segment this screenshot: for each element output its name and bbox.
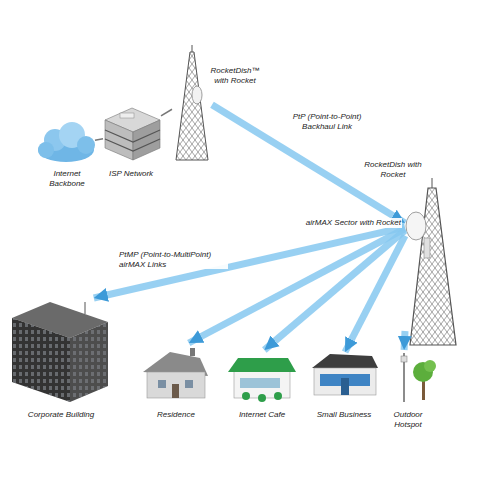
cloud-icon: [38, 122, 95, 162]
node-caption: Residence: [136, 410, 216, 420]
node-caption: Outdoor Hotspot: [384, 410, 432, 429]
building-node: Corporate Building: [12, 298, 110, 404]
link-type-label: PtMP (Point-to-MultiPoint) airMAX Links: [118, 250, 228, 269]
wireless-link: [94, 227, 405, 298]
corporate-building-icon: [12, 302, 108, 402]
wireless-link: [264, 230, 405, 350]
tower-node: RocketDish™ with Rocket: [172, 46, 212, 160]
wireless-link: [345, 236, 405, 352]
isp-node: ISP Network: [103, 104, 161, 162]
internet-cafe-icon: [228, 358, 296, 402]
link-label: PtP (Point-to-Point) Backhaul Link: [288, 112, 366, 131]
building-node: Residence: [140, 343, 212, 401]
cable-line: [161, 109, 172, 116]
node-caption: Small Business: [304, 410, 384, 420]
node-caption: Internet Backbone: [44, 169, 90, 188]
node-caption: RocketDish with Rocket: [362, 160, 424, 179]
building-node: Small Business: [310, 352, 378, 400]
cloud-node: Internet Backbone: [38, 125, 95, 167]
wireless-link: [401, 331, 409, 350]
tower-icon: [176, 45, 208, 160]
tower-icon: [406, 178, 456, 345]
hotspot-node: Outdoor Hotspot: [392, 350, 442, 404]
residence-icon: [143, 348, 208, 398]
isp-server-icon: [105, 108, 160, 160]
tower-node: RocketDish with RocketairMAX Sector with…: [405, 180, 463, 346]
building-node: Internet Cafe: [228, 350, 296, 402]
cable-line: [95, 139, 103, 141]
node-caption: RocketDish™ with Rocket: [206, 66, 264, 85]
outdoor-hotspot-icon: [401, 353, 436, 402]
node-caption: Internet Cafe: [224, 410, 300, 420]
node-caption: ISP Network: [100, 169, 162, 179]
node-caption: airMAX Sector with Rocket: [290, 218, 402, 228]
small-business-icon: [312, 354, 378, 395]
node-caption: Corporate Building: [4, 410, 118, 420]
